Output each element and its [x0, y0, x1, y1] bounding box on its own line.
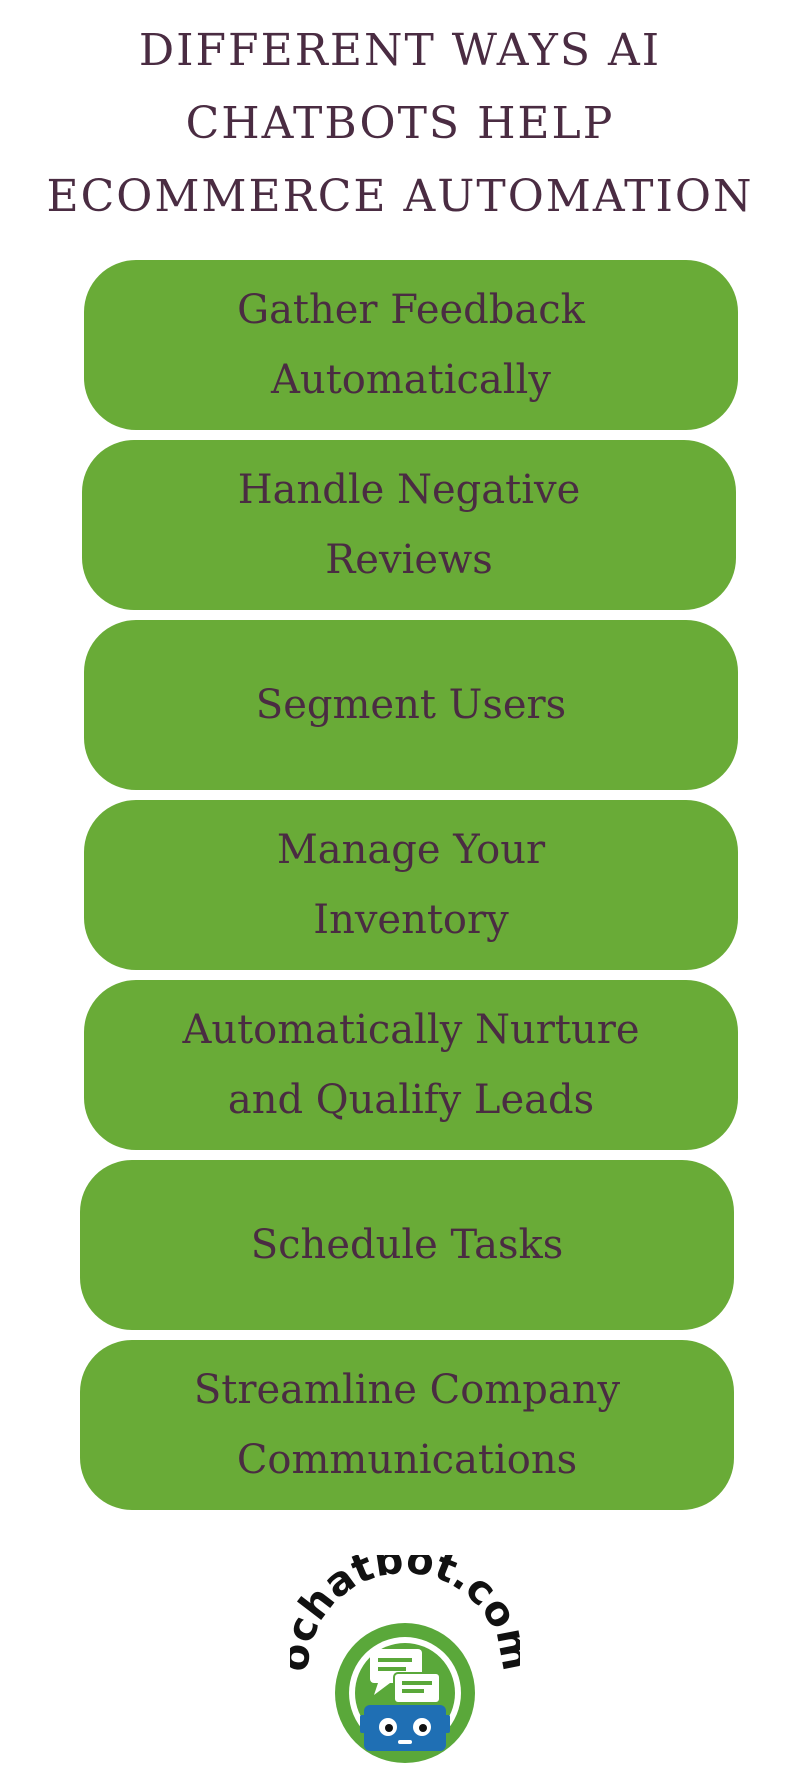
item-nurture-leads: Automatically Nurture and Qualify Leads — [84, 980, 738, 1150]
item-handle-negative-reviews: Handle Negative Reviews — [82, 440, 736, 610]
page-title: DIFFERENT WAYS AI CHATBOTS HELP ECOMMERC… — [0, 14, 800, 233]
title-line-3: ECOMMERCE AUTOMATION — [46, 171, 754, 222]
item-label-line-1: Segment Users — [255, 682, 567, 728]
item-label-line-1: Schedule Tasks — [250, 1222, 564, 1268]
item-label-line-1: Streamline Company — [193, 1367, 621, 1413]
item-label-line-2: Automatically — [271, 357, 551, 403]
item-label-line-1: Handle Negative — [237, 467, 581, 513]
item-gather-feedback: Gather Feedback Automatically — [84, 260, 738, 430]
item-label-line-1: Automatically Nurture — [182, 1007, 640, 1053]
item-schedule-tasks: Schedule Tasks — [80, 1160, 734, 1330]
item-label-line-2: Inventory — [313, 897, 509, 943]
robot-chat-icon — [335, 1623, 475, 1763]
item-manage-inventory: Manage Your Inventory — [84, 800, 738, 970]
ochatbot-logo: ochatbot.com — [290, 1555, 520, 1763]
item-label-line-2: Communications — [236, 1437, 578, 1483]
item-label-line-1: Manage Your — [276, 827, 546, 873]
title-line-2: CHATBOTS HELP — [185, 98, 615, 149]
item-label-line-2: and Qualify Leads — [227, 1077, 595, 1123]
item-segment-users: Segment Users — [84, 620, 738, 790]
title-line-1: DIFFERENT WAYS AI — [138, 25, 662, 76]
item-label-line-1: Gather Feedback — [237, 287, 585, 333]
item-streamline-communications: Streamline Company Communications — [80, 1340, 734, 1510]
item-label-line-2: Reviews — [325, 537, 493, 583]
